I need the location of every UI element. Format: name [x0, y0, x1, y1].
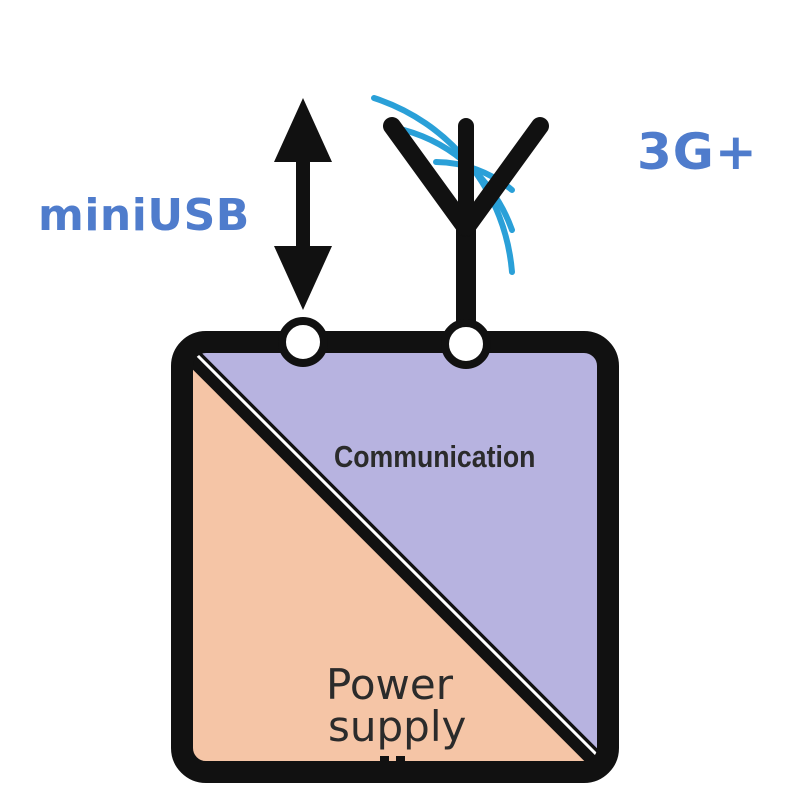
antenna-icon: [383, 117, 549, 350]
miniusb-label: miniUSB: [38, 190, 250, 241]
up-down-arrow-icon: [274, 98, 332, 310]
antenna-port-icon: [441, 319, 491, 369]
power-label-line1: Power: [326, 660, 453, 709]
power-label-line2: supply: [328, 702, 467, 751]
usb-port-icon: [278, 317, 328, 367]
power-connector-icon: [380, 756, 405, 782]
section-divider: [182, 342, 608, 772]
section-divider-stripe: [194, 352, 606, 764]
device-body: [182, 342, 608, 772]
device-outline: [171, 331, 619, 783]
power-supply-label: Power supply: [326, 664, 466, 748]
network-label: 3G+: [637, 123, 758, 181]
communication-label: Communication: [334, 439, 536, 474]
